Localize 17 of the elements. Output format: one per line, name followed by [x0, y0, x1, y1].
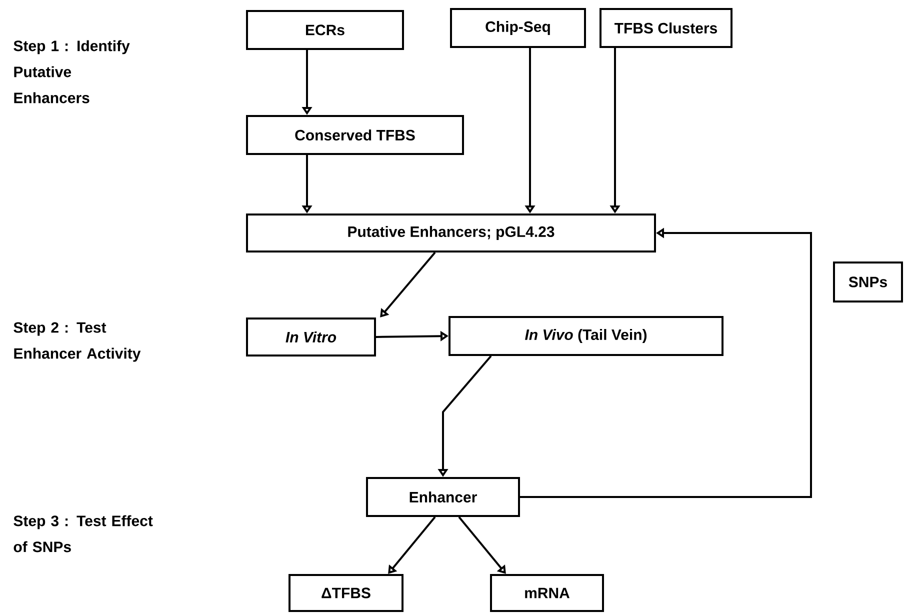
process-box: ΔTFBS	[288, 574, 404, 612]
process-box: Chip-Seq	[450, 8, 586, 48]
process-box: In Vivo (Tail Vein)	[448, 316, 724, 356]
arrow	[380, 252, 436, 318]
process-box: Putative Enhancers; pGL4.23	[246, 214, 656, 252]
process-box: Conserved TFBS	[246, 115, 464, 155]
step-label: Step 2 : Test Enhancer Activity	[14, 322, 141, 362]
process-box: SNPs	[833, 262, 903, 302]
process-box: Enhancer	[366, 477, 520, 517]
step-label: Step 1 : Identify Putative Enhancers	[14, 40, 130, 104]
arrow	[388, 516, 436, 574]
process-box: mRNA	[490, 574, 604, 612]
process-box: TFBS Clusters	[600, 8, 732, 48]
process-box: In Vitro	[246, 318, 376, 356]
step-label: Step 3 : Test Effect of SNPs	[14, 515, 153, 552]
arrow	[458, 516, 506, 574]
process-box: ECRs	[246, 10, 404, 50]
